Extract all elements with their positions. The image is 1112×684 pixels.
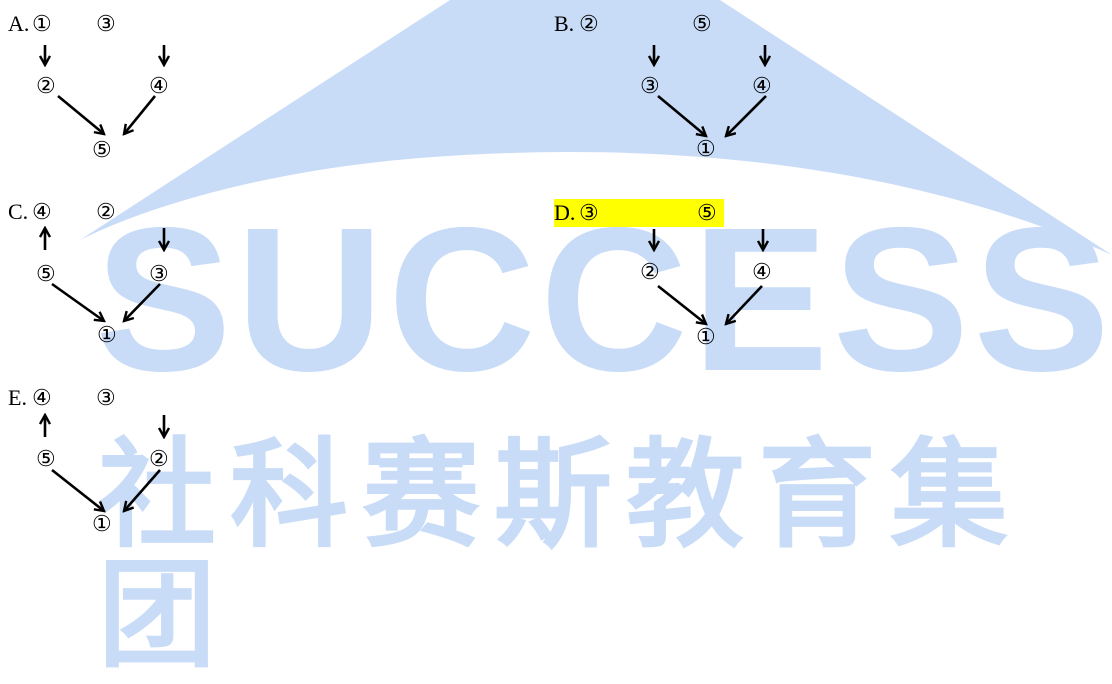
option-d-highlight: [554, 199, 724, 227]
option-c-mid-right-node: ③: [149, 261, 169, 286]
option-e-bottom-node: ①: [92, 511, 112, 536]
option-d-top-left-node: ③: [579, 200, 599, 225]
option-a-prefix: A.: [8, 11, 30, 36]
option-a-right-diagonal-arrow: [124, 95, 157, 134]
option-b-bottom-node: ①: [696, 136, 716, 161]
option-e-mid-left-node: ⑤: [36, 446, 56, 471]
option-c-top-right-node: ②: [96, 199, 116, 224]
option-a-left-diagonal-arrow: [57, 94, 104, 134]
option-a-mid-left-node: ②: [36, 73, 56, 98]
option-d-top-right-node: ⑤: [697, 200, 717, 225]
option-d-bottom-node: ①: [696, 324, 716, 349]
option-c-right-diagonal-arrow: [124, 283, 161, 321]
option-e-prefix: E.: [8, 385, 27, 410]
option-b-mid-left-node: ③: [640, 73, 660, 98]
option-c-mid-left-node: ⑤: [36, 261, 56, 286]
option-d-prefix: D.: [554, 200, 576, 225]
option-e-top-right-node: ③: [96, 385, 116, 410]
option-b-prefix: B.: [554, 11, 575, 36]
option-a-mid-right-node: ④: [149, 73, 169, 98]
option-e-mid-right-node: ②: [149, 446, 169, 471]
option-c-bottom-node: ①: [97, 322, 117, 347]
option-d-left-diagonal-arrow: [657, 284, 706, 324]
option-b-top-left-node: ②: [579, 11, 599, 36]
option-b-mid-right-node: ④: [752, 73, 772, 98]
watermark-swoosh: [80, 0, 1112, 255]
option-b-right-diagonal-arrow: [726, 95, 767, 136]
option-d-mid-right-node: ④: [752, 259, 772, 284]
option-a-bottom-node: ⑤: [92, 137, 112, 162]
option-d-right-diagonal-arrow: [726, 285, 763, 324]
option-b-left-diagonal-arrow: [657, 95, 706, 136]
option-c-top-left-node: ④: [32, 199, 52, 224]
option-e-left-diagonal-arrow: [51, 468, 104, 511]
option-a-top-right-node: ③: [96, 11, 116, 36]
option-d-mid-left-node: ②: [640, 259, 660, 284]
option-c-left-diagonal-arrow: [51, 282, 104, 321]
option-c-prefix: C.: [8, 199, 29, 224]
option-e-top-left-node: ④: [32, 385, 52, 410]
option-a-top-left-node: ①: [32, 11, 52, 36]
diagram-arrows: [0, 45, 1112, 553]
option-b-top-right-node: ⑤: [692, 11, 712, 36]
option-e-right-diagonal-arrow: [124, 469, 161, 511]
